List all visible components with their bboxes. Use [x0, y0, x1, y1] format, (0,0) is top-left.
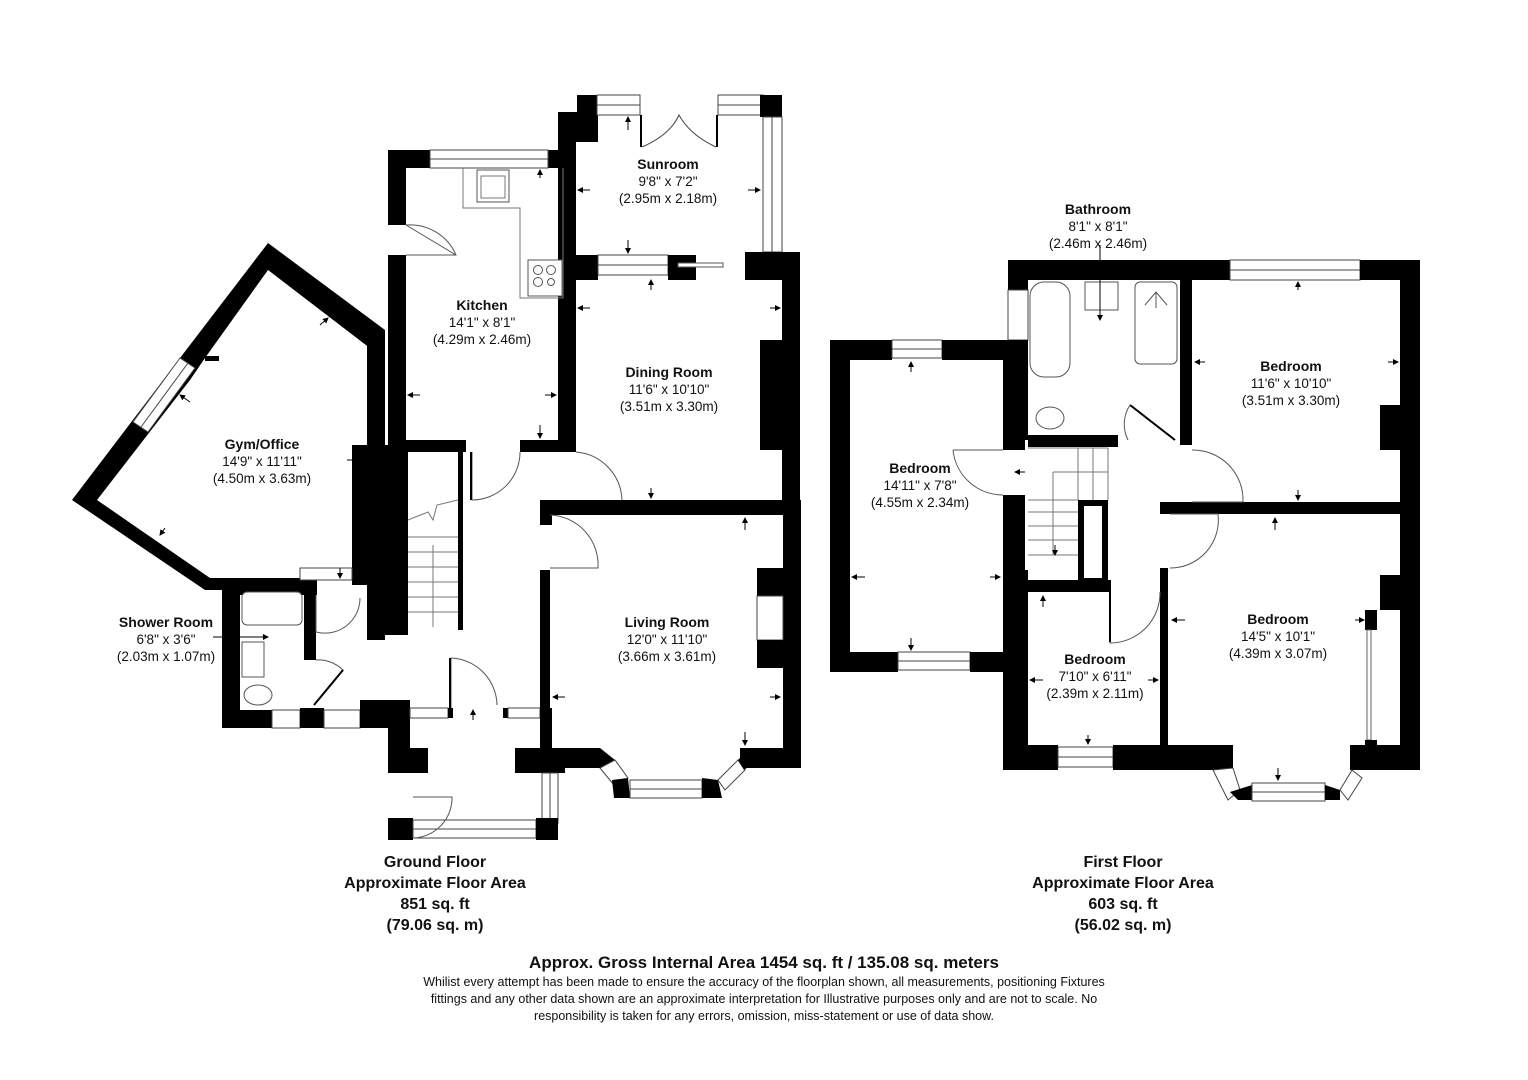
room-dim-metric: (2.46m x 2.46m)	[1048, 236, 1148, 251]
room-name: Dining Room	[625, 364, 713, 380]
room-dim-imperial: 14'1" x 8'1"	[448, 315, 516, 330]
room-name: Gym/Office	[224, 436, 300, 452]
room-dim-imperial: 14'11" x 7'8"	[883, 478, 957, 493]
room-label-bedroom-small: Bedroom 7'10" x 6'11" (2.39m x 2.11m)	[1046, 651, 1143, 702]
room-dim-metric: (2.03m x 1.07m)	[116, 649, 216, 664]
room-dim-metric: (3.51m x 3.30m)	[619, 399, 719, 414]
bathroom-fixtures	[1028, 281, 1178, 447]
floor-area-sqm: (79.06 sq. m)	[386, 917, 484, 934]
room-label-sunroom: Sunroom 9'8" x 7'2" (2.95m x 2.18m)	[619, 156, 717, 207]
room-dim-metric: (3.66m x 3.61m)	[617, 649, 717, 664]
room-name: Bedroom	[1064, 651, 1126, 667]
ground-floor-caption: Ground Floor Approximate Floor Area 851 …	[344, 852, 526, 936]
first-floor-stairs	[1025, 447, 1111, 592]
room-dim-imperial: 6'8" x 3'6"	[136, 632, 196, 647]
room-name: Shower Room	[118, 614, 214, 630]
gym-window	[132, 357, 196, 433]
room-dim-imperial: 8'1" x 8'1"	[1068, 219, 1128, 234]
room-dim-imperial: 9'8" x 7'2"	[638, 174, 698, 189]
floor-title: Ground Floor	[383, 854, 487, 871]
footer: Approx. Gross Internal Area 1454 sq. ft …	[0, 952, 1528, 1025]
floor-area-sqm: (56.02 sq. m)	[1074, 917, 1172, 934]
room-label-bedroom-front: Bedroom 14'5" x 10'1" (4.39m x 3.07m)	[1229, 611, 1327, 662]
room-name: Sunroom	[637, 156, 699, 172]
measurement-arrows	[159, 116, 1399, 781]
front-bedroom-walls	[1212, 575, 1420, 802]
room-name: Living Room	[624, 614, 710, 630]
room-name: Bedroom	[1247, 611, 1309, 627]
disclaimer: Whilist every attempt has been made to e…	[423, 975, 1105, 1023]
room-dim-imperial: 11'6" x 10'10"	[1250, 376, 1332, 391]
ground-stairs	[372, 445, 463, 635]
floor-area-sqft: 851 sq. ft	[400, 896, 470, 913]
room-dim-metric: (4.50m x 3.63m)	[212, 471, 312, 486]
room-label-bedroom-rear-right: Bedroom 11'6" x 10'10" (3.51m x 3.30m)	[1242, 358, 1340, 409]
ground-floor-plan	[72, 94, 801, 840]
room-label-bedroom-left: Bedroom 14'11" x 7'8" (4.55m x 2.34m)	[871, 460, 969, 511]
gross-internal-area: Approx. Gross Internal Area 1454 sq. ft …	[529, 953, 999, 972]
first-floor-caption: First Floor Approximate Floor Area 603 s…	[1032, 852, 1214, 936]
room-dim-metric: (2.39m x 2.11m)	[1046, 686, 1144, 701]
room-name: Bathroom	[1064, 201, 1132, 217]
small-bedroom-walls	[1003, 568, 1213, 770]
gym-office-walls	[72, 243, 385, 590]
room-dim-metric: (3.51m x 3.30m)	[1241, 393, 1341, 408]
room-dim-imperial: 7'10" x 6'11"	[1058, 669, 1132, 684]
room-dim-metric: (4.29m x 2.46m)	[432, 332, 532, 347]
room-label-bathroom: Bathroom 8'1" x 8'1" (2.46m x 2.46m)	[1049, 201, 1147, 252]
room-dim-metric: (2.95m x 2.18m)	[618, 191, 718, 206]
room-dim-imperial: 11'6" x 10'10"	[628, 382, 710, 397]
first-floor-plan	[830, 259, 1420, 802]
room-dim-metric: (4.39m x 3.07m)	[1228, 646, 1328, 661]
room-label-gym-office: Gym/Office 14'9" x 11'11" (4.50m x 3.63m…	[213, 436, 311, 487]
floor-title: First Floor	[1083, 854, 1163, 871]
room-dim-imperial: 14'5" x 10'1"	[1240, 629, 1316, 644]
room-name: Bedroom	[1260, 358, 1322, 374]
room-dim-metric: (4.55m x 2.34m)	[870, 495, 970, 510]
room-name: Bedroom	[889, 460, 951, 476]
room-name: Kitchen	[456, 297, 508, 313]
shower-room-fixtures	[222, 580, 408, 729]
living-room-walls	[520, 500, 801, 799]
room-label-shower-room: Shower Room 6'8" x 3'6" (2.03m x 1.07m)	[117, 614, 215, 665]
room-label-kitchen: Kitchen 14'1" x 8'1" (4.29m x 2.46m)	[433, 297, 531, 348]
floor-subtitle: Approximate Floor Area	[1032, 875, 1214, 892]
room-label-living-room: Living Room 12'0" x 11'10" (3.66m x 3.61…	[618, 614, 716, 665]
floor-area-sqft: 603 sq. ft	[1088, 896, 1158, 913]
room-dim-imperial: 12'0" x 11'10"	[626, 632, 708, 647]
floor-subtitle: Approximate Floor Area	[344, 875, 526, 892]
room-label-dining-room: Dining Room 11'6" x 10'10" (3.51m x 3.30…	[620, 364, 718, 415]
left-bedroom-walls	[830, 339, 1025, 675]
room-dim-imperial: 14'9" x 11'11"	[222, 454, 302, 469]
